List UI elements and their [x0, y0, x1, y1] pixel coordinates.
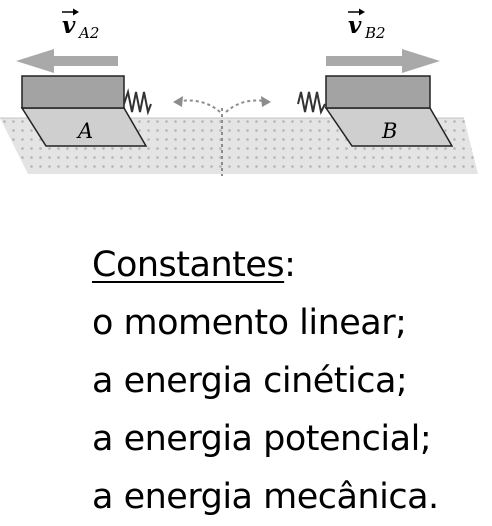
spring-b-icon	[297, 91, 326, 116]
vector-arrowhead-icon	[359, 8, 365, 16]
velocity-a-arrow-icon	[16, 49, 118, 73]
curved-arrow-left-head-icon	[173, 96, 183, 107]
velocity-a-subscript: A2	[77, 24, 99, 42]
velocity-b-subscript: B2	[364, 24, 386, 42]
curved-arrow-right-head-icon	[261, 96, 271, 107]
list-heading: Constantes	[92, 245, 285, 285]
block-a: A	[20, 75, 148, 147]
list-item-linear-momentum: o momento linear;	[92, 303, 407, 343]
list-heading-line: Constantes:	[92, 236, 488, 294]
block-b-top	[325, 75, 431, 109]
vector-arrowhead-icon	[73, 8, 79, 16]
velocity-a-label: v A2	[62, 8, 99, 42]
list-item-mechanical-energy: a energia mecânica.	[92, 477, 439, 517]
curved-arrow-right-icon	[225, 99, 265, 113]
velocity-a-symbol: v	[62, 12, 76, 39]
spring-a-icon	[123, 88, 152, 116]
block-b: B	[324, 75, 454, 147]
collision-diagram: A B v A2 v B2	[0, 8, 478, 176]
block-a-label: A	[76, 119, 93, 143]
velocity-b-label: v B2	[348, 8, 386, 42]
curved-arrow-left-icon	[179, 99, 221, 113]
list-item-potential-energy: a energia potencial;	[92, 419, 432, 459]
list-item-kinetic-energy: a energia cinética;	[92, 361, 408, 401]
velocity-b-arrow-icon	[326, 49, 440, 73]
list-heading-colon: :	[284, 245, 296, 285]
block-a-top	[21, 75, 125, 109]
block-b-label: B	[381, 119, 397, 143]
conserved-quantities-list: Constantes: o momento linear; a energia …	[92, 236, 488, 526]
velocity-b-symbol: v	[348, 12, 362, 39]
